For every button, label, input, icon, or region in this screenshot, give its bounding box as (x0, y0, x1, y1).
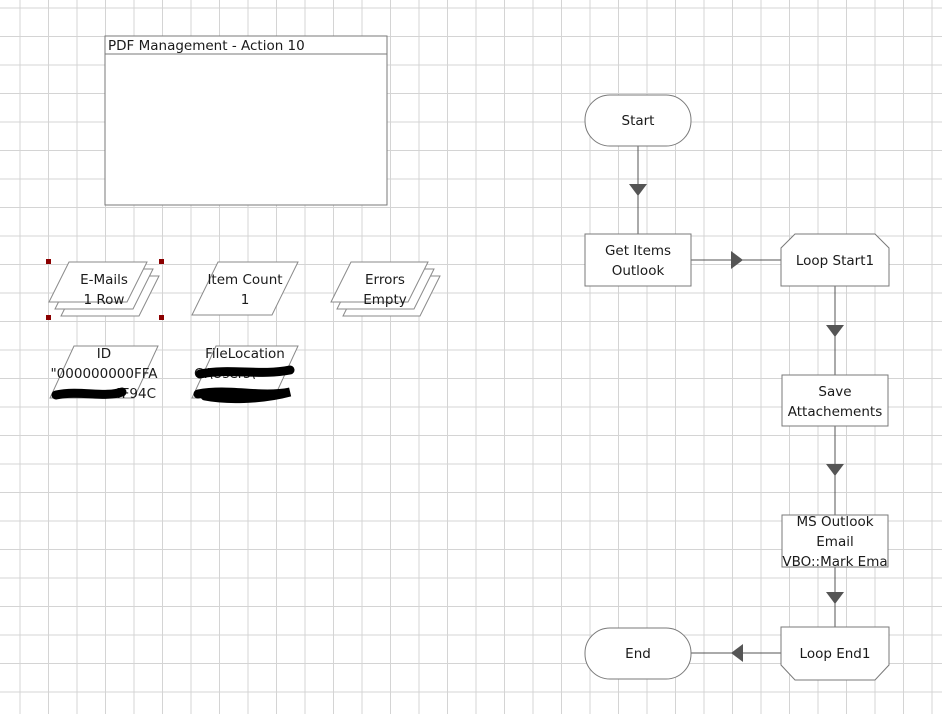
arrow-down-icon (826, 464, 844, 476)
stage-label: Get Items (605, 243, 671, 259)
page-info-box[interactable]: PDF Management - Action 10 (104, 35, 388, 206)
end-stage[interactable]: End (584, 627, 692, 680)
id-data[interactable]: ID "000000000FFA 4F94C (49, 345, 159, 402)
item-name: FileLocation (205, 346, 285, 362)
arrow-down-icon (826, 592, 844, 604)
stage-label: Attachements (788, 404, 882, 420)
page-title: PDF Management - Action 10 (108, 38, 305, 54)
start-label: Start (622, 113, 655, 129)
redaction (51, 387, 127, 400)
stage-label: Loop Start1 (796, 253, 874, 269)
arrow-down-icon (826, 325, 844, 337)
item-name: Item Count (207, 272, 282, 288)
errors-collection[interactable]: Errors Empty (330, 261, 441, 317)
stage-label: Loop End1 (800, 646, 871, 662)
item-name: Errors (365, 272, 405, 288)
loop-start-stage[interactable]: Loop Start1 (780, 233, 890, 287)
item-count-data[interactable]: Item Count 1 (191, 261, 299, 316)
arrow-down-icon (629, 184, 647, 196)
emails-collection[interactable]: E-Mails 1 Row (46, 259, 164, 320)
arrow-left-icon (731, 644, 743, 662)
item-name: ID (97, 346, 111, 362)
stage-label: Outlook (612, 263, 665, 279)
stage-label: MS Outlook (796, 514, 873, 530)
arrow-right-icon (731, 251, 743, 269)
selection-handles[interactable] (46, 259, 164, 320)
stage-label: VBO::Mark Ema (782, 554, 887, 570)
file-location-data[interactable]: FileLocation C:\Users\ (191, 345, 299, 404)
item-value: "000000000FFA (50, 366, 158, 382)
stage-label: Email (816, 534, 853, 550)
item-value: Empty (363, 292, 407, 308)
end-label: End (625, 646, 651, 662)
redaction (195, 365, 295, 379)
links (629, 146, 844, 662)
item-value: 1 (241, 292, 250, 308)
redaction (193, 387, 292, 404)
item-name: E-Mails (80, 272, 128, 288)
stage-label: Save (818, 384, 851, 400)
loop-end-stage[interactable]: Loop End1 (780, 626, 890, 681)
save-attachments-stage[interactable]: Save Attachements (781, 374, 889, 427)
get-items-outlook-stage[interactable]: Get Items Outlook (584, 233, 692, 287)
mark-email-stage[interactable]: MS Outlook Email VBO::Mark Ema (781, 514, 889, 570)
start-stage[interactable]: Start (584, 94, 692, 147)
item-value: 1 Row (84, 292, 125, 308)
